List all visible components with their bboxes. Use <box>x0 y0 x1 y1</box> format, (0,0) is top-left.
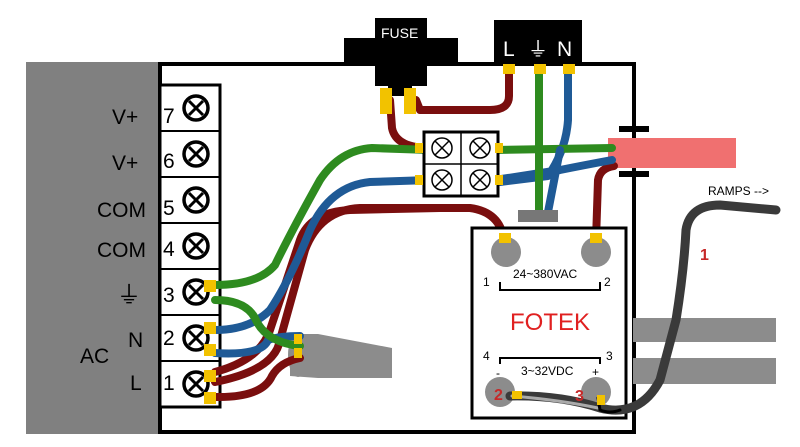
cable-gland-bottom <box>619 171 649 177</box>
screw-icon <box>182 324 210 352</box>
junction-earth-to-psu <box>211 144 434 289</box>
annotation-3: 3 <box>575 388 584 405</box>
ssr-pin2-to-heatshrink <box>592 162 618 244</box>
ssr-pin-1: 1 <box>483 275 490 289</box>
cable-gland-top <box>619 126 649 132</box>
ferrule <box>415 175 423 185</box>
mains-input-earth <box>211 296 304 350</box>
ferrule <box>499 233 511 243</box>
ssr-pin-2: 2 <box>604 275 611 289</box>
terminal-4-number: 4 <box>163 238 175 261</box>
earth-bar <box>518 210 558 222</box>
screw-icon <box>182 232 210 260</box>
ferrule <box>512 391 522 399</box>
terminal-5-number: 5 <box>163 197 175 220</box>
screw-icon <box>182 370 210 398</box>
ferrule <box>204 322 216 334</box>
terminal-5-label: COM <box>97 199 146 222</box>
terminal-6-number: 6 <box>163 150 175 173</box>
psu-body <box>26 62 162 434</box>
ferrule <box>294 334 302 344</box>
output-cable-upper <box>633 318 776 342</box>
ferrule <box>204 370 216 382</box>
terminal-6-label: V+ <box>112 152 138 175</box>
earth-bar-to-neutral <box>544 146 564 216</box>
annotation-1: 1 <box>700 247 709 264</box>
junction-earth-to-heatshrink <box>491 144 616 154</box>
ssr-minus: - <box>496 366 500 380</box>
terminal-1-number: 1 <box>163 372 175 395</box>
ssr-plus: + <box>592 365 599 379</box>
mains-input-neutral <box>211 332 304 358</box>
ferrule <box>204 344 216 356</box>
mains-input-live <box>211 354 304 402</box>
ssr-ac-rating: 24~380VAC <box>513 267 577 281</box>
terminal-7-number: 7 <box>163 105 175 128</box>
terminal-4-label: COM <box>97 239 146 262</box>
mains-connector <box>494 20 582 66</box>
ssr-plus-signal-wire <box>596 396 622 414</box>
ramps-signal-cable <box>505 200 781 415</box>
ferrule <box>503 64 515 74</box>
screw-icon <box>182 94 210 122</box>
fuse-label: FUSE <box>381 25 418 41</box>
psu-terminal-screws <box>182 94 210 398</box>
wires <box>211 68 618 402</box>
ssr-pin-3: 3 <box>606 349 613 363</box>
mains-n-label: N <box>557 38 572 61</box>
fuse-holder <box>344 18 458 96</box>
terminal-1-label: L <box>130 372 142 395</box>
ferrule <box>380 88 392 114</box>
ssr-pin-4: 4 <box>483 349 490 363</box>
ssr-pin1-to-psu <box>211 204 508 386</box>
ferrule <box>204 392 216 404</box>
heatshrink-sleeve <box>608 138 736 168</box>
terminal-2-number: 2 <box>163 327 175 350</box>
terminal-2-label: N <box>128 329 143 352</box>
terminal-3-number: 3 <box>163 284 175 307</box>
ferrule <box>590 233 602 243</box>
junction-block <box>422 130 500 198</box>
mains-input-cable <box>290 334 392 378</box>
ferrule <box>495 143 503 153</box>
ferrule <box>597 395 605 405</box>
ferrule <box>294 348 302 358</box>
ferrule <box>415 143 423 153</box>
annotation-2: 2 <box>494 387 503 404</box>
ferrules <box>204 64 605 405</box>
ssr-brand: FOTEK <box>510 309 590 336</box>
mains-live-to-fuse <box>412 68 513 114</box>
ac-input-label: AC <box>80 345 109 368</box>
mains-ground-symbol: ⏚ <box>528 39 548 61</box>
solid-state-relay <box>470 226 628 420</box>
mains-connector-lower <box>494 60 582 66</box>
ferrule <box>495 175 503 185</box>
ssr-dc-rating: 3~32VDC <box>521 364 574 378</box>
ramps-label: RAMPS --> <box>708 184 769 198</box>
junction-neutral-to-psu <box>211 176 434 334</box>
ferrule <box>204 280 216 292</box>
terminal-3-ground-symbol: ⏚ <box>117 282 141 309</box>
ferrule <box>534 64 546 74</box>
output-cable-lower <box>633 358 776 384</box>
ferrule <box>404 88 416 114</box>
screw-icon <box>182 186 210 214</box>
mains-l-label: L <box>503 38 515 61</box>
terminal-7-label: V+ <box>112 106 138 129</box>
ferrule <box>563 64 575 74</box>
screw-icon <box>182 140 210 168</box>
